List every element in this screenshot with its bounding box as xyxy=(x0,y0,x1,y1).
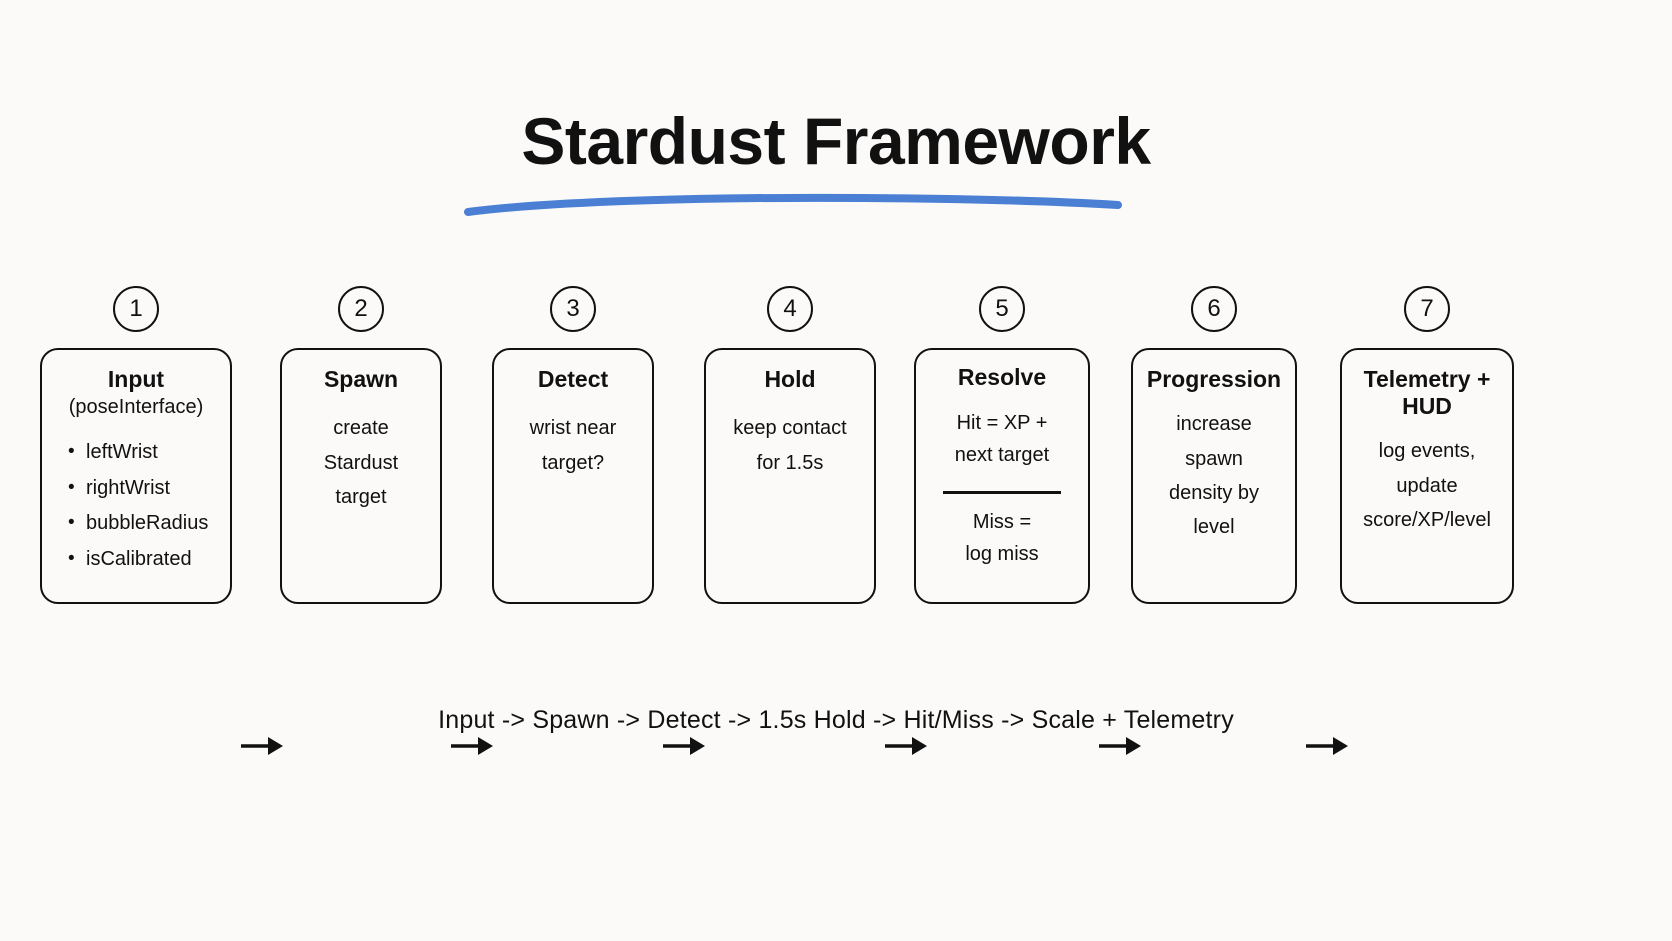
list-item: isCalibrated xyxy=(68,542,220,578)
list-item: leftWrist xyxy=(68,435,220,471)
step-title-4: Hold xyxy=(764,366,816,392)
flow-step-5[interactable]: 5 Resolve Hit = XP +next target Miss =lo… xyxy=(914,286,1090,604)
flow-summary-caption: Input -> Spawn -> Detect -> 1.5s Hold ->… xyxy=(438,706,1234,734)
step-card-1[interactable]: Input (poseInterface) leftWrist rightWri… xyxy=(40,348,232,604)
resolve-hit-expression: Hit = XP +next target xyxy=(954,412,1050,467)
step-number-badge-6: 6 xyxy=(1191,286,1237,332)
page-title: Stardust Framework xyxy=(521,104,1151,178)
flow-arrow-6 xyxy=(1306,737,1348,755)
step-number-badge-4: 4 xyxy=(767,286,813,332)
step-number-2: 2 xyxy=(354,295,368,322)
step-number-badge-1: 1 xyxy=(113,286,159,332)
list-item: bubbleRadius xyxy=(68,506,220,542)
title-underline-stroke xyxy=(464,193,1122,216)
step-number-6: 6 xyxy=(1207,295,1221,322)
flow-arrow-3 xyxy=(663,737,705,755)
step-number-badge-2: 2 xyxy=(338,286,384,332)
step-number-7: 7 xyxy=(1420,295,1434,322)
list-item: rightWrist xyxy=(68,471,220,507)
step-number-badge-5: 5 xyxy=(979,286,1025,332)
page-title-block: Stardust Framework xyxy=(0,108,1672,174)
flow-step-1[interactable]: 1 Input (poseInterface) leftWrist rightW… xyxy=(40,286,232,604)
flow-arrow-4 xyxy=(885,737,927,755)
step-card-5[interactable]: Resolve Hit = XP +next target Miss =log … xyxy=(914,348,1090,604)
flow-arrow-5 xyxy=(1099,737,1141,755)
step-title-2: Spawn xyxy=(323,366,399,392)
step-title-6: Progression xyxy=(1146,366,1282,392)
step-subtitle-1: (poseInterface) xyxy=(68,396,204,419)
step-title-3: Detect xyxy=(537,366,609,392)
step-title-1: Input xyxy=(107,366,165,392)
flow-arrow-1 xyxy=(241,737,283,755)
resolve-divider xyxy=(943,491,1061,494)
process-flow: 1 Input (poseInterface) leftWrist rightW… xyxy=(40,286,1640,755)
step-number-5: 5 xyxy=(995,295,1009,322)
step-number-badge-7: 7 xyxy=(1404,286,1450,332)
step-title-7: Telemetry +HUD xyxy=(1363,366,1491,420)
step-number-badge-3: 3 xyxy=(550,286,596,332)
flow-arrow-2 xyxy=(451,737,493,755)
step-number-4: 4 xyxy=(783,295,797,322)
step-number-1: 1 xyxy=(129,295,143,322)
step-title-5: Resolve xyxy=(957,364,1047,390)
step-number-3: 3 xyxy=(566,295,580,322)
resolve-miss-expression: Miss =log miss xyxy=(965,510,1039,565)
step-bullet-list-1: leftWrist rightWrist bubbleRadius isCali… xyxy=(52,435,220,577)
